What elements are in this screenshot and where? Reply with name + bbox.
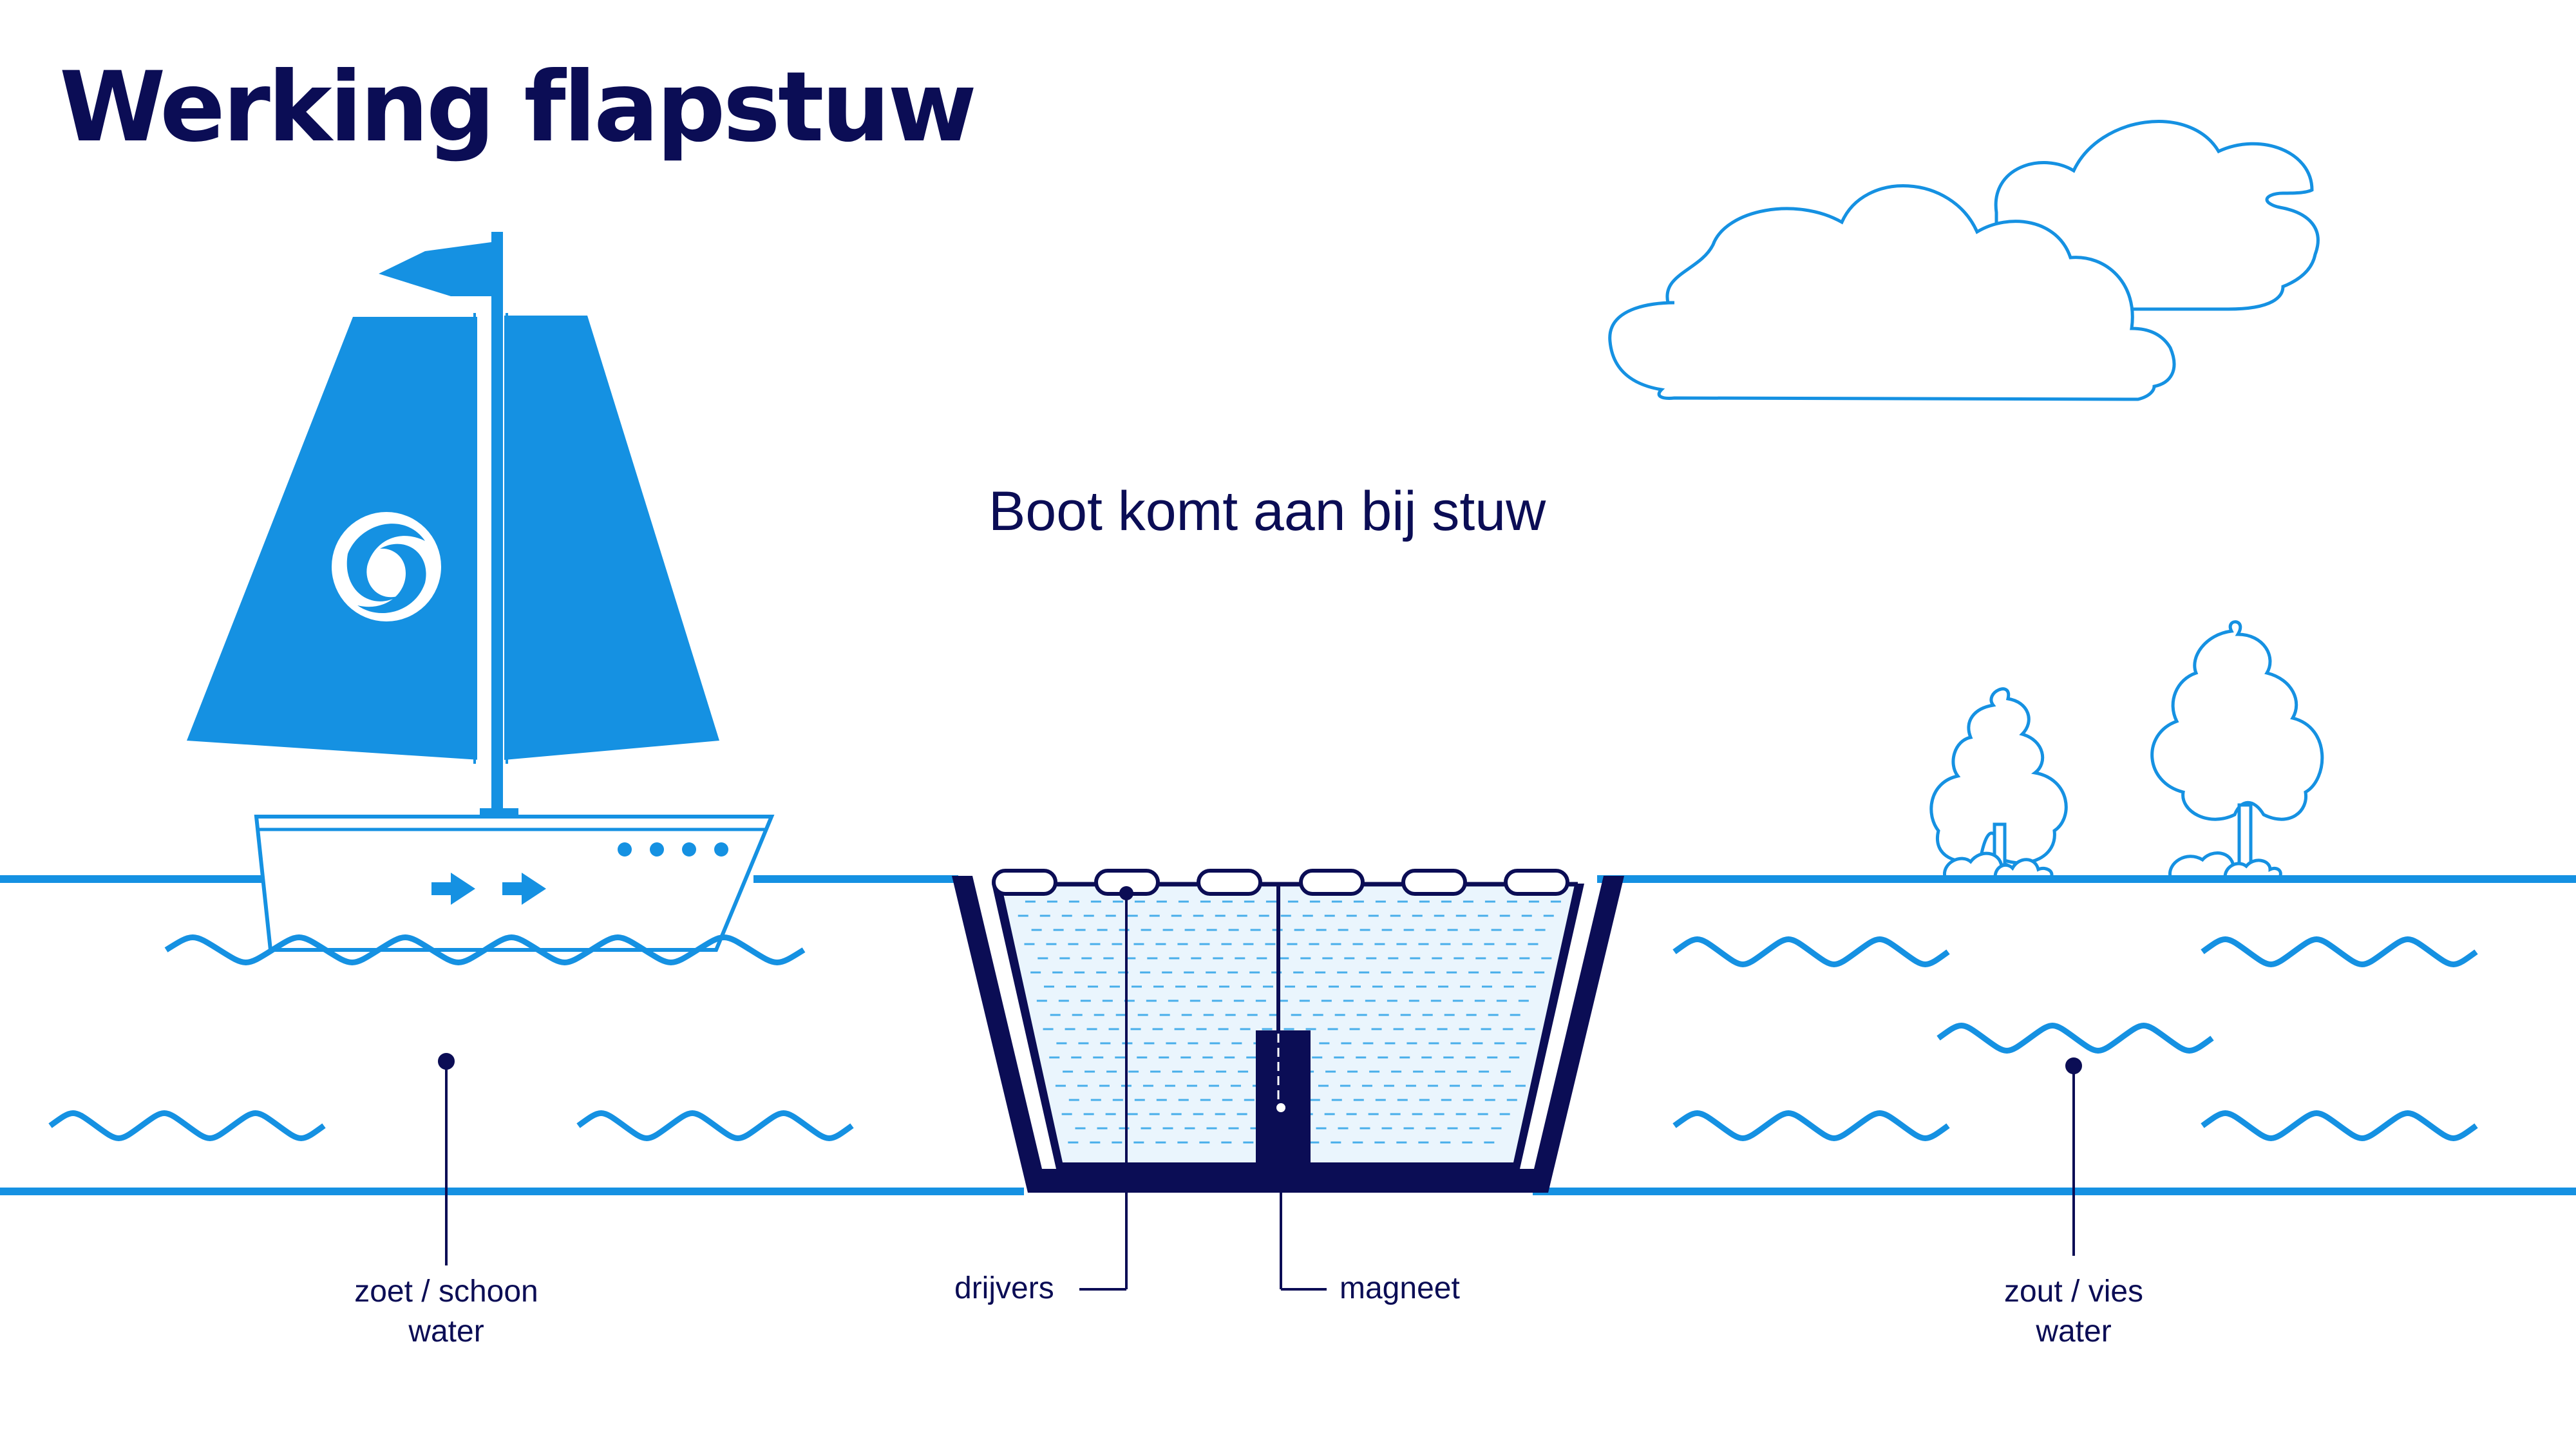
mast: [491, 232, 503, 811]
water-hatch: [1018, 900, 1561, 1144]
tree-icon: [2150, 620, 2324, 878]
magnet-icon: [1256, 1030, 1311, 1167]
sailboat-icon: [187, 232, 775, 952]
bush-icon: [1943, 851, 2282, 879]
page-title: Werking flapstuw: [59, 52, 977, 164]
cloud-icon: [1608, 184, 2176, 401]
step-caption: Boot komt aan bij stuw: [989, 480, 1546, 542]
wave-icon: [48, 1110, 326, 1141]
tree-icon: [1929, 687, 2068, 878]
label-fresh-water-line2: water: [408, 1314, 484, 1349]
float-icon: [992, 869, 1569, 896]
mast-gap-left: [477, 313, 491, 764]
arrow-right-icon: [502, 873, 546, 905]
label-fresh-water-line1: zoet / schoon: [354, 1274, 538, 1309]
pointer-salt-water: [2065, 1057, 2082, 1256]
porthole-icon: [618, 842, 728, 857]
label-fresh-water: zoet / schoon water: [317, 1272, 575, 1352]
wave-icon: [1937, 1023, 2214, 1054]
wave-icon: [1672, 1110, 1950, 1141]
label-salt-water-line2: water: [2036, 1314, 2112, 1349]
weir-icon: [952, 869, 1624, 1291]
main-sail-right: [504, 316, 719, 760]
flag-icon: [379, 242, 496, 296]
label-salt-water: zout / vies water: [1945, 1272, 2202, 1352]
wave-icon: [164, 934, 806, 965]
label-magnet: magneet: [1340, 1271, 1460, 1305]
main-sail-left: [187, 317, 480, 760]
wave-icon: [576, 1110, 854, 1141]
wave-icon: [2201, 1110, 2478, 1141]
pointer-fresh-water: [438, 1053, 455, 1265]
logo-swirl-icon: [332, 512, 441, 621]
wave-icon: [2201, 936, 2478, 967]
label-salt-water-line1: zout / vies: [2003, 1274, 2144, 1309]
arrow-right-icon: [431, 873, 475, 905]
label-floats: drijvers: [954, 1271, 1054, 1305]
waves: [48, 934, 2478, 1141]
wave-icon: [1672, 936, 1950, 967]
